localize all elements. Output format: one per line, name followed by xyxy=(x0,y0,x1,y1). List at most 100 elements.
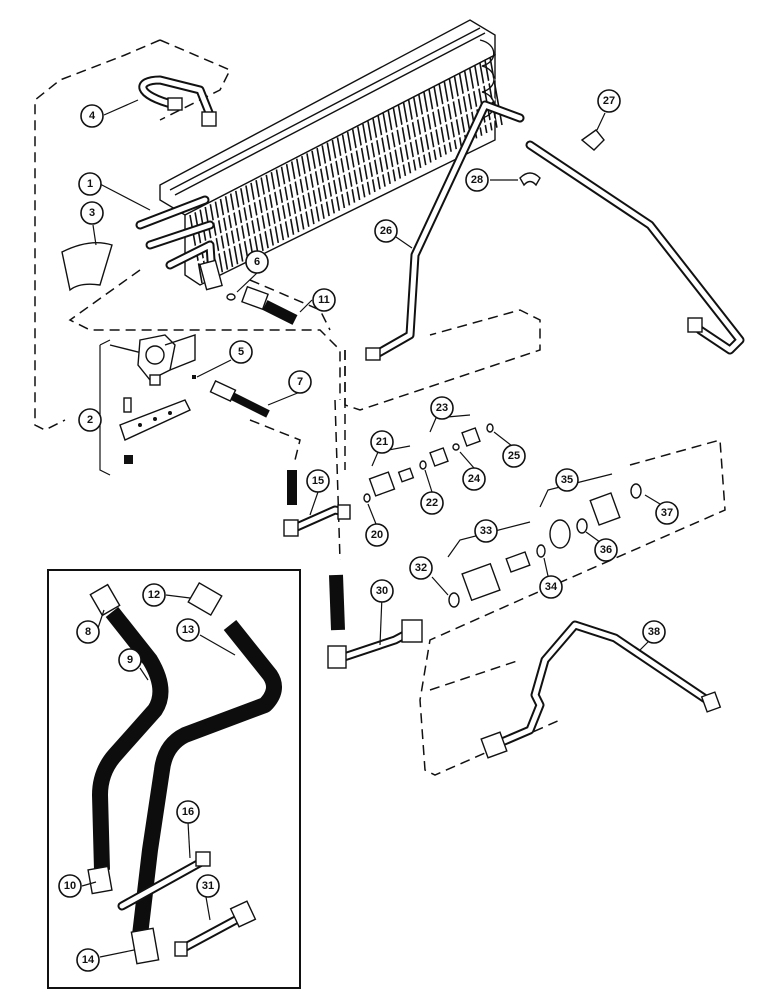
fitting-21 xyxy=(368,471,396,497)
tube-26 xyxy=(365,100,745,361)
callout-label: 15 xyxy=(312,475,324,487)
group-outline-fittings xyxy=(344,350,726,776)
inset-hoses xyxy=(87,582,282,965)
callout-11: 11 xyxy=(312,288,336,312)
callout-label: 13 xyxy=(182,624,194,636)
callout-10: 10 xyxy=(58,874,82,898)
fin-line xyxy=(484,59,498,128)
oring-25 xyxy=(486,423,494,433)
callout-label: 3 xyxy=(89,207,95,219)
callout-9: 9 xyxy=(118,648,142,672)
callout-36: 36 xyxy=(594,538,618,562)
fin-line xyxy=(336,137,351,206)
tube-row-line xyxy=(187,117,496,269)
callout-label: 8 xyxy=(85,626,91,638)
callout-24: 24 xyxy=(462,467,486,491)
fin-line xyxy=(306,153,320,222)
inset-box xyxy=(47,569,301,989)
callout-35: 35 xyxy=(555,468,579,492)
hose-30 xyxy=(327,574,423,669)
pad-3 xyxy=(61,242,113,292)
callout-13: 13 xyxy=(176,618,200,642)
callout-label: 28 xyxy=(471,174,483,186)
fin-line xyxy=(473,64,488,134)
callout-12: 12 xyxy=(142,583,166,607)
fin-line xyxy=(372,118,386,187)
nut-35 xyxy=(549,519,571,549)
fin-line xyxy=(341,134,356,203)
washer-36 xyxy=(576,518,588,534)
callout-34: 34 xyxy=(539,575,563,599)
fitting-23 xyxy=(429,447,449,467)
clip-28 xyxy=(519,172,541,187)
callout-37: 37 xyxy=(655,501,679,525)
fin-line xyxy=(209,204,224,273)
callout-23: 23 xyxy=(430,396,454,420)
fin-line xyxy=(382,113,397,182)
callout-5: 5 xyxy=(229,340,253,364)
group-outline-hose-link xyxy=(249,419,301,461)
oring-34 xyxy=(536,544,546,558)
fitting-7 xyxy=(209,379,270,418)
callout-label: 37 xyxy=(661,507,673,519)
fin-line xyxy=(331,139,346,209)
callout-7: 7 xyxy=(288,370,312,394)
callout-label: 31 xyxy=(202,880,214,892)
callout-30: 30 xyxy=(370,579,394,603)
callout-8: 8 xyxy=(76,620,100,644)
spring-33 xyxy=(505,551,531,573)
callout-label: 24 xyxy=(468,473,481,485)
callout-label: 30 xyxy=(376,585,388,597)
fin-line xyxy=(387,110,402,179)
callout-label: 20 xyxy=(371,529,383,541)
leader-lines xyxy=(81,99,666,958)
fin-line xyxy=(346,131,361,201)
callout-label: 16 xyxy=(182,806,194,818)
callout-3: 3 xyxy=(80,201,104,225)
callout-21: 21 xyxy=(370,430,394,454)
tube-38 xyxy=(480,620,722,759)
callout-label: 22 xyxy=(426,497,438,509)
condenser xyxy=(135,19,503,291)
callout-label: 5 xyxy=(238,346,244,358)
fin-line xyxy=(311,150,325,219)
hose-15 xyxy=(283,470,351,537)
fitting-23b xyxy=(461,427,481,447)
fin-line xyxy=(479,62,493,131)
callout-38: 38 xyxy=(642,620,666,644)
fitting-21-insert xyxy=(397,467,415,483)
callout-label: 35 xyxy=(561,474,573,486)
callout-label: 12 xyxy=(148,589,160,601)
callout-2: 2 xyxy=(78,408,102,432)
group-outline-valve-right xyxy=(249,279,331,331)
fitting-11 xyxy=(241,285,298,325)
callout-label: 10 xyxy=(64,880,76,892)
callout-14: 14 xyxy=(76,948,100,972)
callout-label: 2 xyxy=(87,414,93,426)
callout-label: 26 xyxy=(380,225,392,237)
callout-15: 15 xyxy=(306,469,330,493)
callout-20: 20 xyxy=(365,523,389,547)
callout-label: 38 xyxy=(648,626,660,638)
fin-line xyxy=(326,142,341,211)
oring-20 xyxy=(363,493,371,503)
fitting-35 xyxy=(589,492,621,526)
fin-line xyxy=(316,147,330,217)
fin-line xyxy=(357,126,371,195)
switch-27 xyxy=(580,129,605,151)
callout-label: 4 xyxy=(89,110,96,122)
group-outline-condenser xyxy=(34,39,232,431)
callout-label: 21 xyxy=(376,436,388,448)
callout-label: 23 xyxy=(436,402,448,414)
callout-33: 33 xyxy=(474,519,498,543)
fitting-33 xyxy=(461,562,501,602)
callout-1: 1 xyxy=(78,172,102,196)
callout-25: 25 xyxy=(502,444,526,468)
fin-line xyxy=(362,123,376,193)
valve-2 xyxy=(109,334,196,464)
group-outline-valve xyxy=(68,269,341,400)
tube-4 xyxy=(138,75,217,127)
callout-32: 32 xyxy=(409,556,433,580)
fin-line xyxy=(301,155,315,225)
